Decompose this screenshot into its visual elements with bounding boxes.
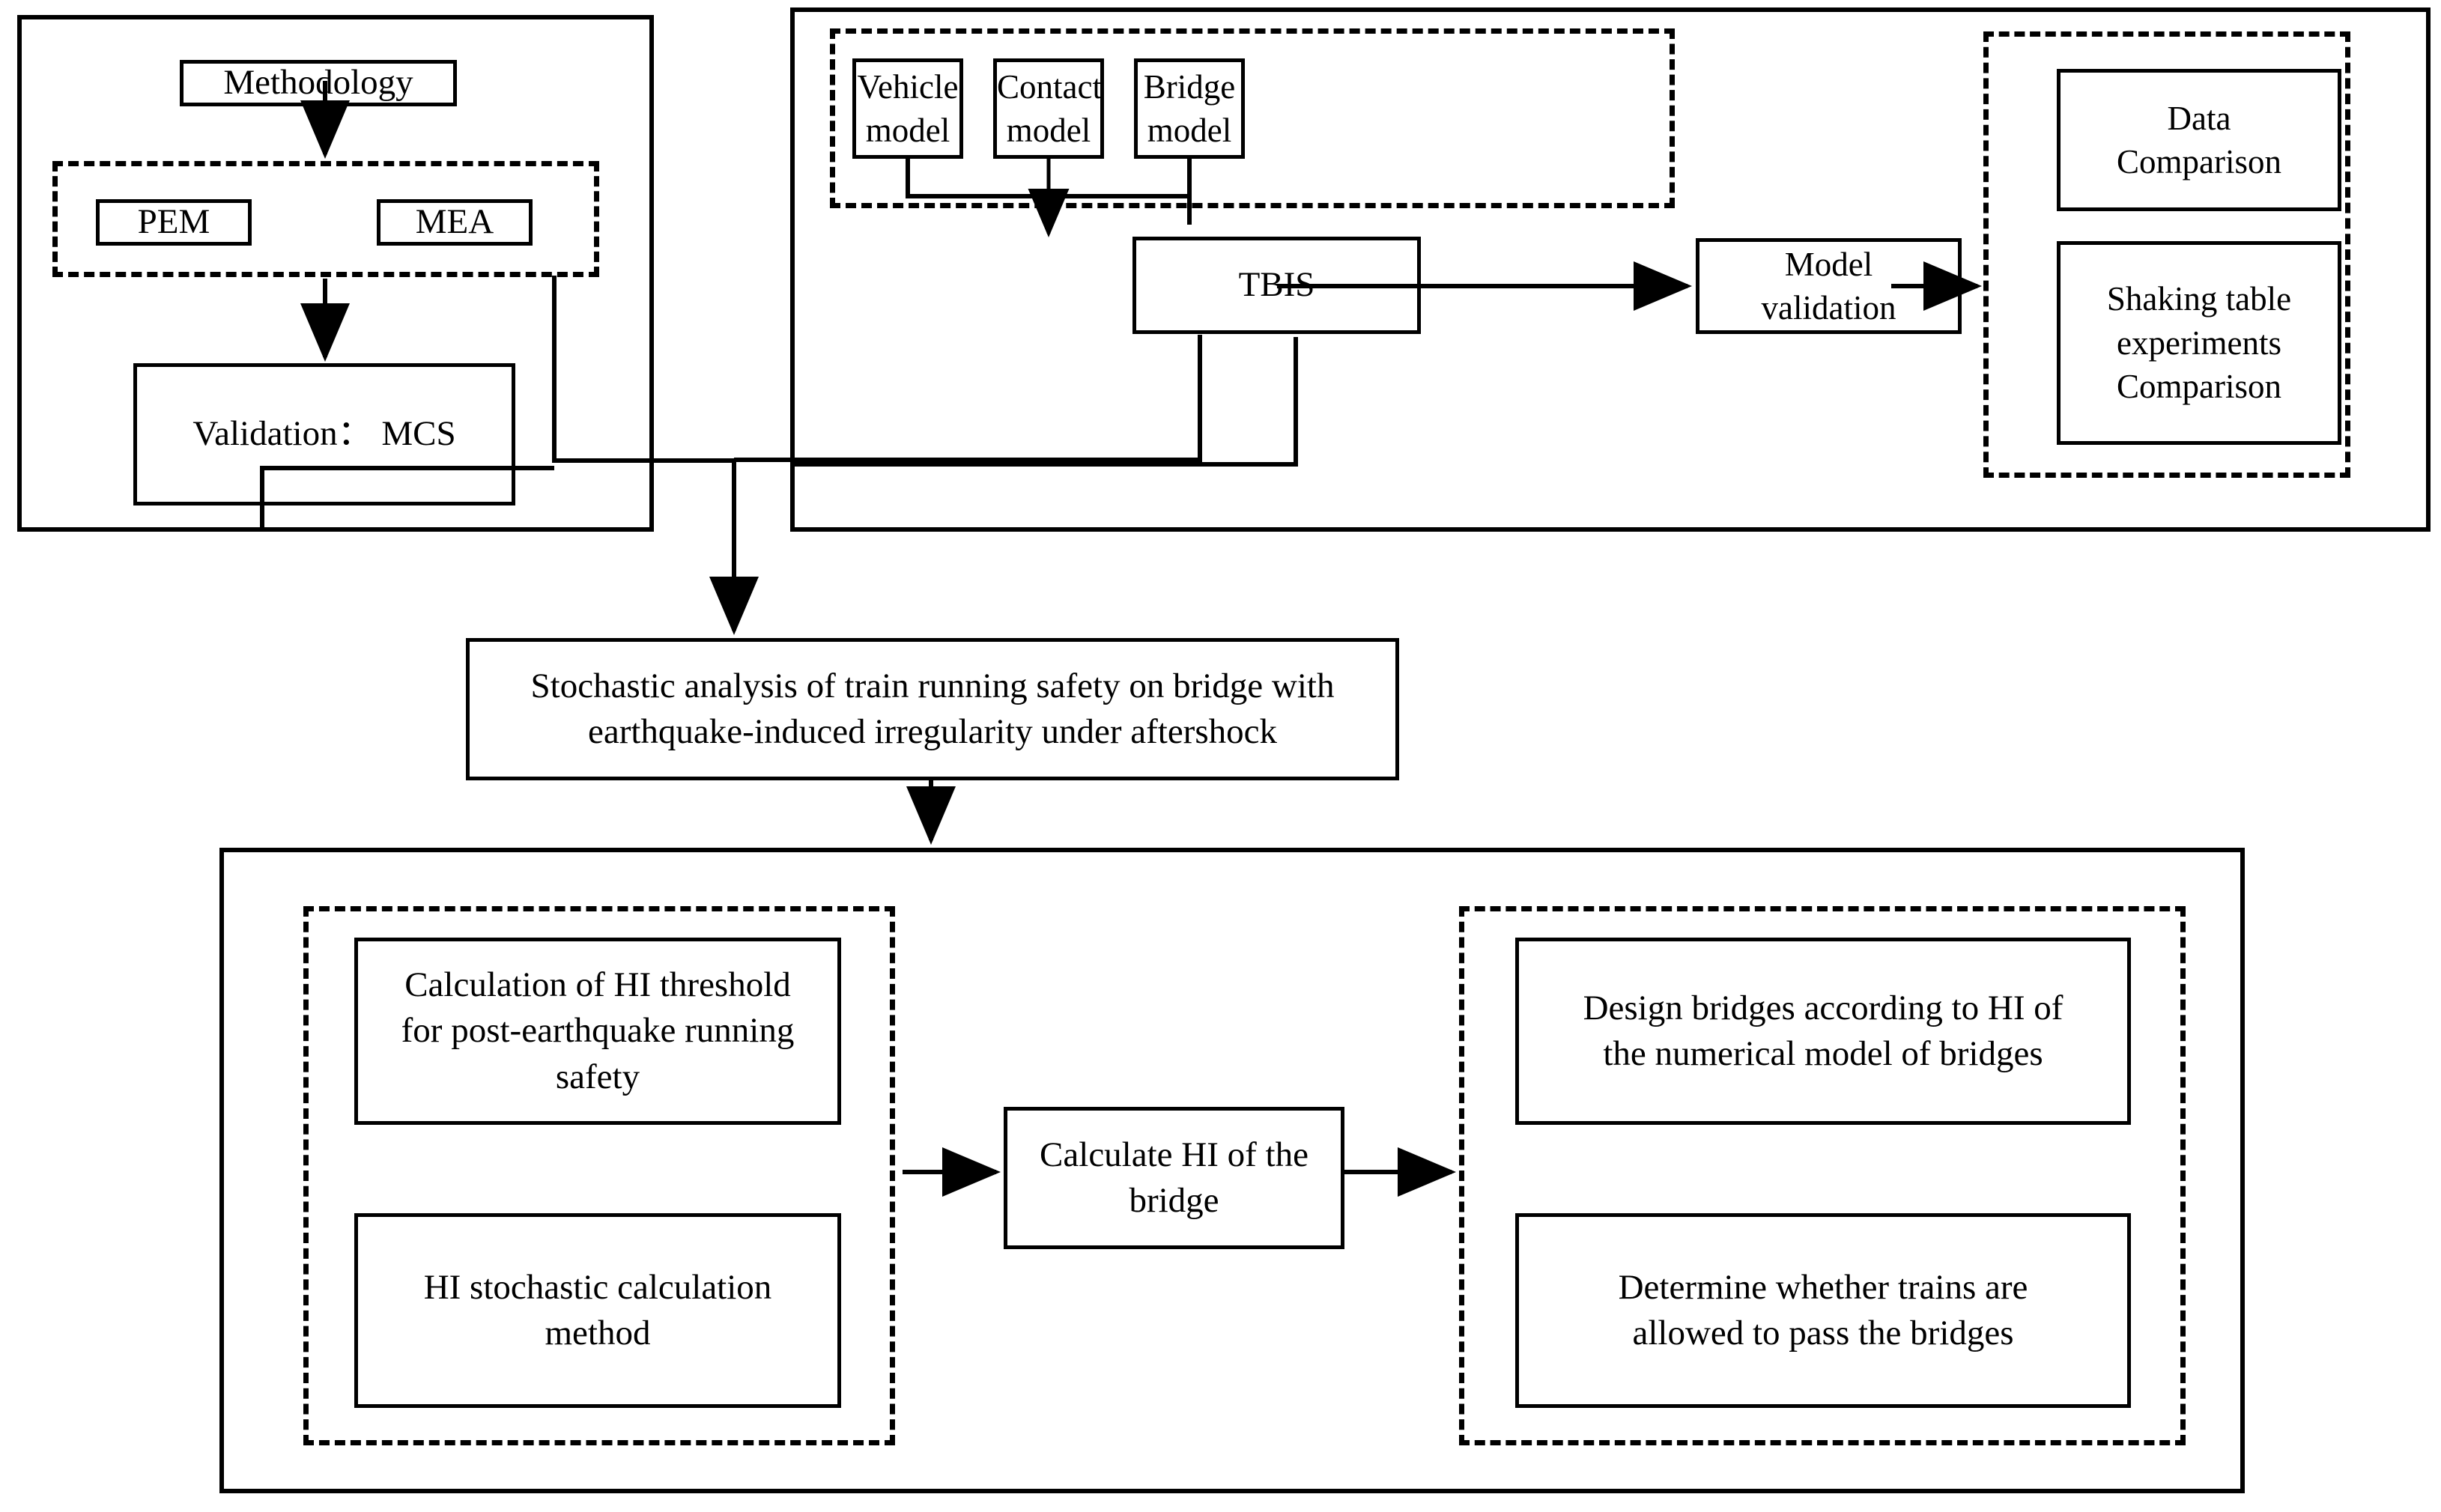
node-methodology-label: Methodology	[223, 63, 413, 103]
node-data-comparison-label: Data Comparison	[2117, 99, 2281, 181]
node-tbis[interactable]: TBIS	[1132, 237, 1421, 334]
node-design-bridges-label: Design bridges according to HI of the nu…	[1583, 988, 2064, 1073]
node-design-bridges[interactable]: Design bridges according to HI of the nu…	[1515, 938, 2131, 1125]
node-pem[interactable]: PEM	[96, 199, 252, 246]
node-bridge-model[interactable]: Bridge model	[1134, 58, 1245, 159]
node-validation-mcs[interactable]: Validation： MCS	[133, 363, 515, 505]
node-calculate-hi[interactable]: Calculate HI of the bridge	[1004, 1107, 1344, 1249]
node-contact-model[interactable]: Contact model	[993, 58, 1104, 159]
node-shaking-table-label: Shaking table experiments Comparison	[2106, 280, 2292, 406]
hi-method-group	[303, 906, 895, 1445]
node-hi-threshold[interactable]: Calculation of HI threshold for post-ear…	[354, 938, 841, 1125]
line-methods-branch-right	[552, 276, 734, 463]
node-model-validation[interactable]: Model validation	[1696, 238, 1962, 334]
line-tbis-down-to-bus	[734, 335, 1202, 462]
node-hi-method-label: HI stochastic calculation method	[423, 1267, 772, 1352]
node-methodology[interactable]: Methodology	[180, 60, 457, 106]
pem-mea-group	[52, 161, 599, 277]
line-lower-return	[260, 466, 554, 532]
node-vehicle-model-label: Vehicle model	[857, 67, 959, 150]
node-vehicle-model[interactable]: Vehicle model	[852, 58, 963, 159]
node-hi-threshold-label: Calculation of HI threshold for post-ear…	[401, 965, 795, 1096]
simulation-validation-panel	[790, 7, 2431, 532]
methodology-panel	[17, 15, 654, 532]
node-stochastic-analysis-label: Stochastic analysis of train running saf…	[530, 666, 1335, 751]
comparison-group	[1983, 31, 2350, 478]
node-stochastic-analysis[interactable]: Stochastic analysis of train running saf…	[466, 638, 1399, 780]
node-model-validation-label: Model validation	[1761, 245, 1896, 327]
node-validation-mcs-label: Validation： MCS	[192, 414, 456, 454]
node-tbis-label: TBIS	[1238, 265, 1315, 305]
node-calculate-hi-label: Calculate HI of the bridge	[1040, 1135, 1309, 1220]
node-mea[interactable]: MEA	[377, 199, 533, 246]
node-mea-label: MEA	[415, 202, 494, 242]
node-determine-pass-label: Determine whether trains are allowed to …	[1618, 1267, 2028, 1352]
node-pem-label: PEM	[137, 202, 210, 242]
node-contact-model-label: Contact model	[997, 67, 1102, 150]
node-determine-pass[interactable]: Determine whether trains are allowed to …	[1515, 1213, 2131, 1408]
line-lower-return-right	[790, 337, 1298, 467]
model-group	[830, 28, 1675, 208]
node-shaking-table[interactable]: Shaking table experiments Comparison	[2057, 241, 2341, 445]
line-vehicle-to-bus	[906, 159, 1189, 198]
node-hi-method[interactable]: HI stochastic calculation method	[354, 1213, 841, 1408]
node-bridge-model-label: Bridge model	[1143, 67, 1236, 150]
hi-application-panel	[219, 848, 2245, 1493]
outcome-group	[1459, 906, 2186, 1445]
node-data-comparison[interactable]: Data Comparison	[2057, 69, 2341, 211]
